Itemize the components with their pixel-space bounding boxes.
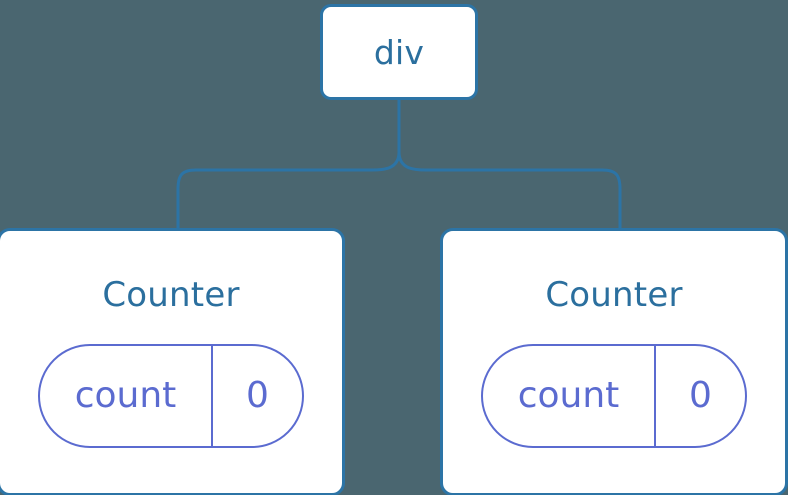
state-pill-left: count 0 [38,344,304,448]
node-div[interactable]: div [320,4,478,100]
state-value-left: 0 [246,375,269,416]
node-counter-left-label: Counter [102,275,240,315]
node-div-label: div [373,32,425,72]
state-key-right: count [517,375,620,416]
state-value-cell-right: 0 [656,346,745,446]
state-key-left: count [74,375,177,416]
state-key-cell-right: count [483,346,656,446]
state-pill-right: count 0 [481,344,747,448]
node-counter-right-label: Counter [545,275,683,315]
state-key-cell-left: count [40,346,213,446]
state-value-right: 0 [689,375,712,416]
connector-to-right-child [397,151,622,230]
node-counter-left[interactable]: Counter count 0 [0,228,345,495]
state-value-cell-left: 0 [213,346,302,446]
connector-to-left-child [176,151,401,230]
node-counter-right[interactable]: Counter count 0 [440,228,788,495]
